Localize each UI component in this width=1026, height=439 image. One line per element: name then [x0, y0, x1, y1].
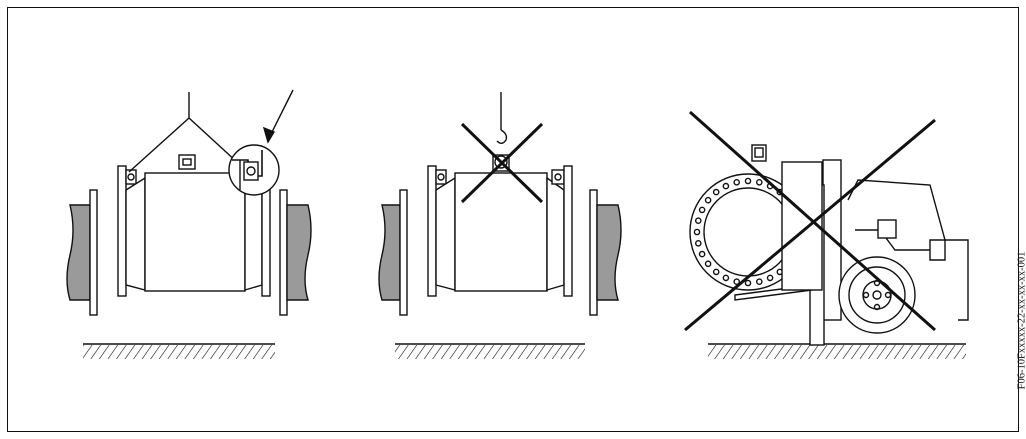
meter-body — [144, 172, 246, 292]
left-pipe-flange — [89, 189, 98, 316]
figure-code-label: F06-10Fxxxxx-22-xx-xx-xx-001 — [1002, 205, 1026, 435]
ground-hatch — [83, 345, 275, 359]
flange-bolt-hole — [695, 239, 702, 247]
flange-bolt-hole — [704, 260, 712, 268]
meter-body-side — [781, 161, 823, 291]
meter-left-flange — [117, 165, 127, 297]
flange-bolt-hole — [744, 279, 752, 287]
lug-bolt-icon — [127, 173, 135, 181]
flange-bolt-hole — [733, 278, 741, 286]
flange-bolt-hole — [704, 196, 712, 204]
flange-bolt-hole — [712, 268, 720, 276]
flange-bolt-hole — [722, 274, 730, 282]
flange-bolt-hole — [693, 228, 701, 236]
right-pipe-flange — [279, 189, 288, 316]
meter-left-flange — [427, 165, 437, 297]
meter-right-flange — [563, 165, 573, 297]
meter-body — [454, 172, 548, 292]
flange-bolt-hole — [733, 178, 741, 186]
forklift-seat — [877, 219, 897, 239]
flange-bolt-hole — [695, 217, 702, 224]
sling-left — [128, 117, 190, 173]
flange-bolt-hole — [744, 177, 752, 185]
meter-left-neck — [125, 176, 146, 291]
right-pipe-flange — [589, 189, 598, 316]
flange-bolt-hole — [756, 278, 763, 286]
panel-wrong-lift-center — [378, 92, 622, 359]
right-pipe — [286, 204, 312, 301]
figure-code: F06-10Fxxxxx-22-xx-xx-xx-001 — [1016, 251, 1026, 389]
left-pipe-flange — [399, 189, 408, 316]
flange-bolt-hole — [756, 178, 763, 186]
flange-bolt-hole — [766, 274, 774, 282]
panel-wrong-forklift — [684, 110, 969, 359]
ground-hatch — [708, 345, 966, 359]
flange-bolt-hole — [712, 188, 720, 196]
flange-bolt-hole — [698, 250, 706, 258]
left-pipe — [378, 204, 401, 301]
ground-hatch — [395, 345, 585, 359]
figure-border — [7, 7, 1019, 432]
panel-correct-lift — [66, 89, 312, 359]
flange-bolt-hole — [722, 182, 730, 190]
right-pipe — [596, 204, 622, 301]
flange-bolt-hole — [698, 206, 706, 214]
arrow-head-icon — [262, 126, 276, 144]
left-pipe — [66, 204, 91, 301]
